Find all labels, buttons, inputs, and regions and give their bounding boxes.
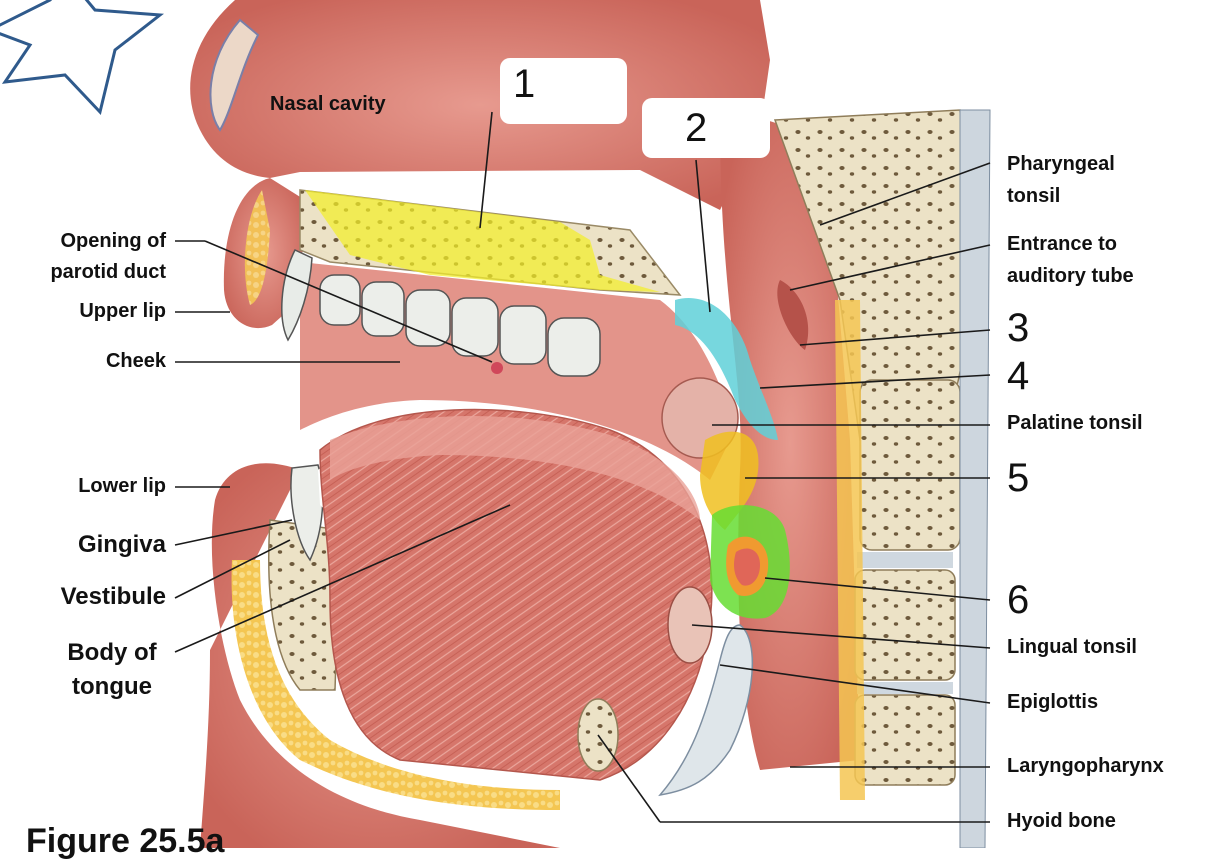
nose-skin [190, 0, 771, 210]
label-hyoid-bone: Hyoid bone [1007, 810, 1116, 832]
number-3: 3 [1007, 306, 1030, 350]
number-1: 1 [513, 62, 536, 106]
label-opening-parotid-2: parotid duct [50, 261, 166, 283]
hard-palate-highlight [305, 190, 660, 292]
number-5: 5 [1007, 456, 1030, 500]
leader-lines [174, 111, 991, 823]
label-cheek: Cheek [105, 350, 166, 372]
tongue-dorsum [330, 416, 700, 520]
label-opening-parotid-1: Opening of [60, 230, 166, 252]
label-gingiva: Gingiva [77, 531, 166, 558]
label-lower-lip: Lower lip [78, 475, 166, 497]
label-palatine-tonsil: Palatine tonsil [1007, 412, 1143, 434]
number-2: 2 [685, 106, 708, 150]
tongue-body [319, 408, 713, 781]
number-6: 6 [1007, 578, 1030, 622]
vertebral-column [773, 109, 991, 848]
label-entrance-auditory-1: Entrance to [1007, 233, 1118, 255]
label-pharyngeal-tonsil-1: Pharyngeal [1007, 153, 1115, 175]
label-body-of-tongue-2: tongue [72, 673, 152, 700]
star-outline-icon [0, 0, 164, 116]
mandible [268, 519, 341, 691]
chin-fat [231, 560, 560, 810]
label-vestibule: Vestibule [60, 583, 166, 610]
soft-palate-highlight [675, 298, 778, 440]
upper-lip-gland [244, 190, 270, 305]
label-pharyngeal-tonsil-2: tonsil [1007, 185, 1061, 207]
answer-box-2[interactable] [642, 98, 770, 158]
nostril [209, 18, 260, 132]
label-laryngopharynx: Laryngopharynx [1007, 755, 1164, 777]
epiglottis-shape [658, 624, 754, 797]
answer-box-1[interactable] [500, 58, 627, 124]
label-upper-lip: Upper lip [79, 300, 166, 322]
auditory-tube-opening [777, 280, 809, 350]
number-4: 4 [1007, 354, 1030, 398]
label-lingual-tonsil: Lingual tonsil [1007, 636, 1137, 658]
lower-lip-shape [200, 463, 560, 848]
label-epiglottis: Epiglottis [1007, 691, 1099, 713]
upper-teeth [281, 249, 601, 377]
lingual-tonsil-shape [667, 586, 713, 664]
figure-caption: Figure 25.5a [26, 822, 225, 860]
label-body-of-tongue-1: Body of [67, 639, 157, 666]
label-entrance-auditory-2: auditory tube [1007, 265, 1134, 287]
label-nasal-cavity: Nasal cavity [270, 93, 386, 115]
